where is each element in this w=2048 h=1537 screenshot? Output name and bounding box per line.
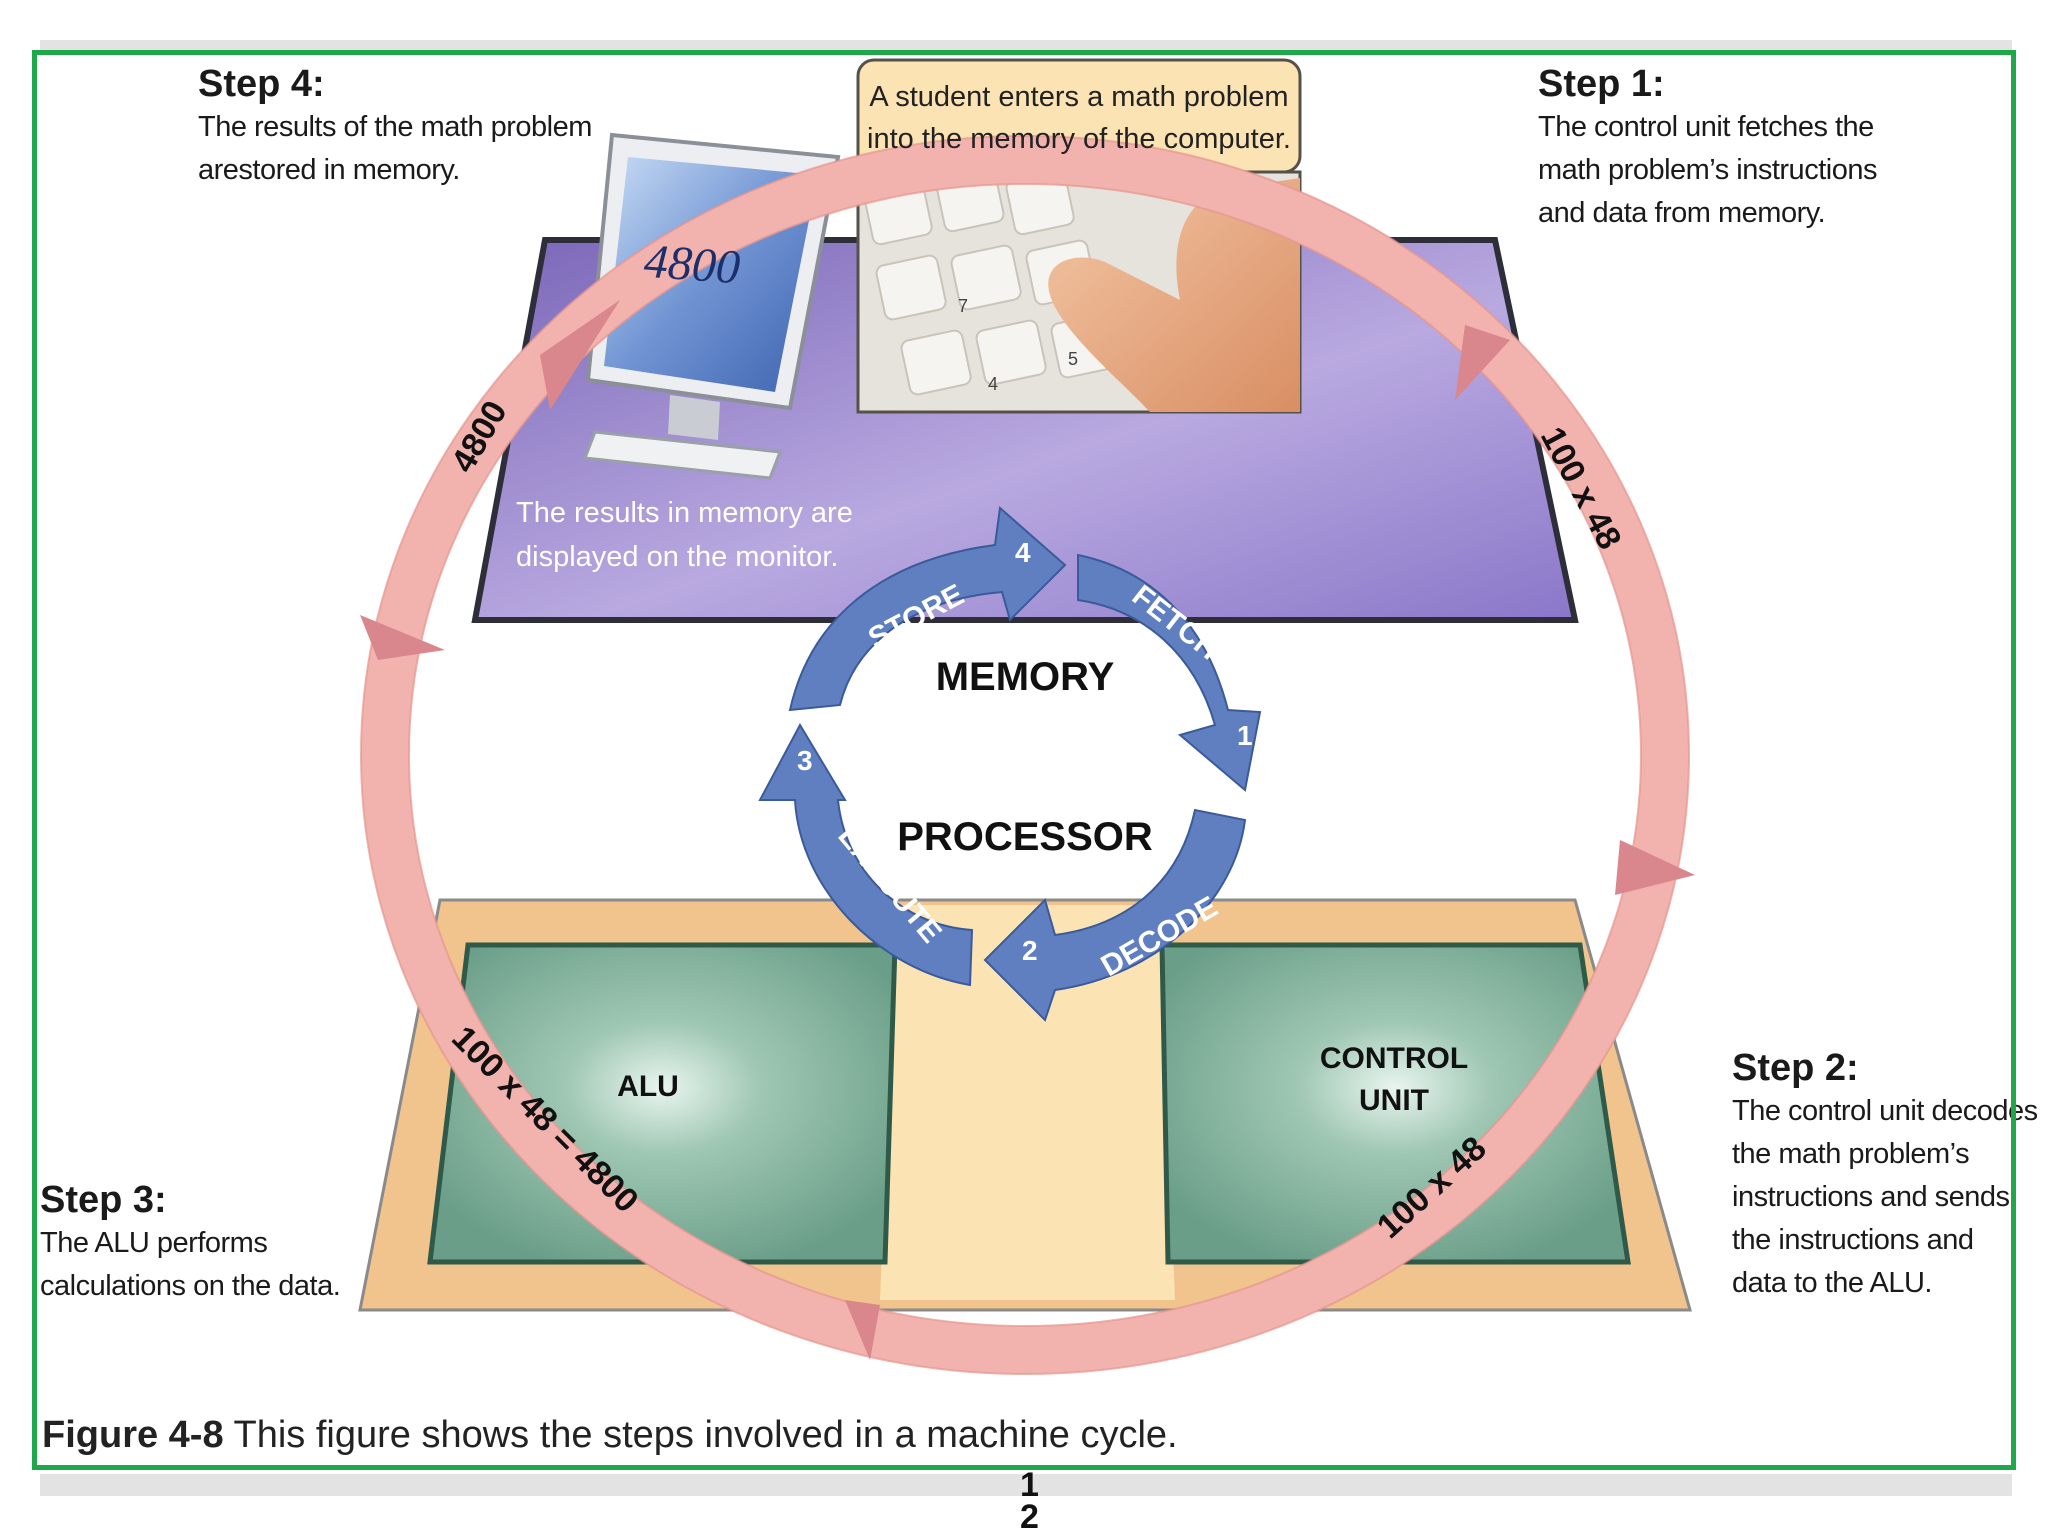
memory-label: MEMORY [936,655,1115,699]
step1-block: Step 1: The control unit fetches the mat… [1538,62,1877,235]
step1-line-2: math problem’s instructions [1538,154,1877,186]
chip-center-strip [880,905,1175,1300]
alu-label: ALU [617,1070,679,1103]
key-label-4: 4 [988,374,998,394]
step3-line-2: calculations on the data. [40,1270,341,1302]
execute-number: 3 [797,745,813,776]
control-unit-panel [1159,942,1631,1265]
ring-arrowhead-right [1615,840,1695,895]
step1-line-1: The control unit fetches the [1538,111,1874,143]
figure-caption: Figure 4-8 This figure shows the steps i… [42,1414,1178,1457]
fetch-number: 1 [1237,720,1253,751]
processor-label: PROCESSOR [897,815,1153,859]
page-number-1: 1 [1020,1466,1039,1504]
outer-cycle-ring [361,136,1689,1374]
step2-line-3: instructions and sends [1732,1181,2010,1213]
key-label-7: 7 [958,296,968,316]
store-arrow [788,506,1067,712]
hand-image [1048,178,1300,412]
step4-line-2: arestored in memory. [198,154,460,186]
bottom-shadow-bar [40,1474,2012,1496]
top-shadow-bar [40,40,2012,50]
store-number: 4 [1015,537,1031,568]
control-unit-label-2: UNIT [1359,1084,1429,1117]
step2-line-1: The control unit decodes [1732,1095,2038,1127]
step4-block: Step 4: The results of the math problem … [198,62,592,192]
key-label-5: 5 [1068,349,1078,369]
step2-line-5: data to the ALU. [1732,1267,1932,1299]
step2-line-4: the instructions and [1732,1224,1974,1256]
ring-arrowhead-top-right [1455,325,1510,400]
step2-block: Step 2: The control unit decodes the mat… [1732,1046,2038,1305]
monitor-display-value: 4800 [642,235,741,295]
ring-arrowhead-bottom [845,1300,880,1360]
decode-arrow [983,808,1247,1022]
ring-arrowhead-left [360,615,445,660]
step1-title: Step 1: [1538,63,1665,105]
step3-title: Step 3: [40,1179,167,1221]
control-unit-label-1: CONTROL [1320,1042,1468,1075]
step1-line-3: and data from memory. [1538,197,1826,229]
ring-arrowhead-top-left [540,300,620,410]
step3-line-1: The ALU performs [40,1227,268,1259]
green-frame-border [32,50,2016,1470]
execute-arrow [758,722,974,987]
step2-title: Step 2: [1732,1047,1859,1089]
step4-title: Step 4: [198,63,325,105]
decode-number: 2 [1022,935,1038,966]
step3-block: Step 3: The ALU performs calculations on… [40,1178,341,1308]
page-number-2: 2 [1020,1498,1039,1536]
step2-line-2: the math problem’s [1732,1138,1970,1170]
figure-caption-text: This figure shows the steps involved in … [233,1414,1178,1456]
figure-label: Figure 4-8 [42,1414,224,1456]
student-box-line-2: into the memory of the computer. [867,123,1291,155]
monitor-caption-line-1: The results in memory are [516,497,853,529]
monitor-caption-line-2: displayed on the monitor. [516,541,838,573]
student-box-line-1: A student enters a math problem [869,81,1288,113]
fetch-arrow [1077,553,1262,792]
step4-line-1: The results of the math problem [198,111,592,143]
